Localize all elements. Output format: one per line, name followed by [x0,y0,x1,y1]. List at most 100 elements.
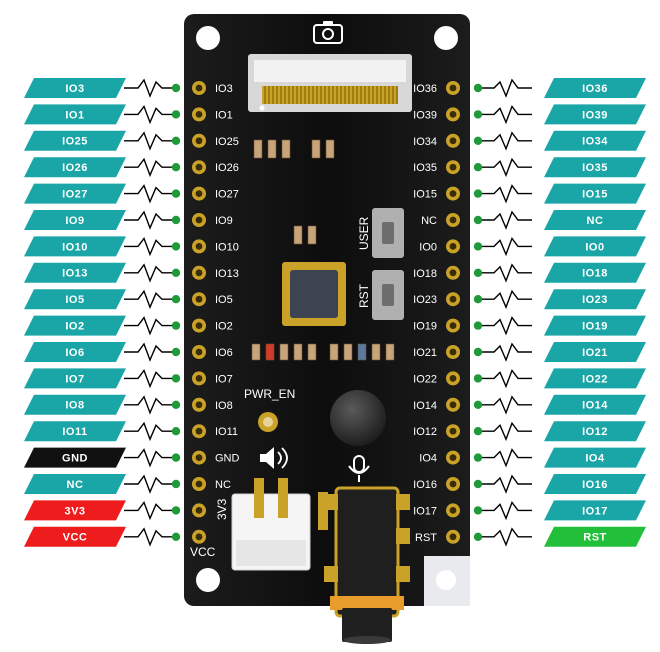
pin-wire [124,236,176,257]
header-hole [449,269,457,277]
pin-dot [171,532,181,541]
pin-wire [478,527,532,547]
pin-tag [544,421,646,442]
pin-tag [24,368,126,389]
pin-wire [124,78,176,98]
pin-wire [124,474,176,494]
pin-dot [473,400,483,409]
pin-tag [544,78,646,98]
pin-wire [478,104,532,125]
board-pin-label: IO22 [413,373,437,385]
pin-dot [171,400,181,409]
right-pin-io16: IO16 IO16 [413,474,646,494]
pin-tag-label: IO13 [62,268,88,280]
pin-tag-label: IO11 [62,426,87,438]
pin-wire [478,263,532,283]
pin-wire [478,184,532,204]
board-pin-label: IO16 [413,479,437,491]
header-hole [195,216,203,224]
pin-tag [24,210,126,230]
pin-dot [473,532,483,541]
pin-tag-label: IO3 [65,83,84,95]
pin-dot [171,479,181,489]
pin-dot [171,506,181,515]
pin-wire [124,395,176,415]
pin-wire [478,289,532,310]
board-pin-label: IO23 [413,294,437,306]
board-pin-label: IO18 [413,268,437,280]
pin-dot [171,83,181,93]
board-pin-label: GND [215,453,240,465]
pin-dot [473,242,483,251]
left-pin-io10: IO10 IO10 [24,236,239,257]
board-pin-label: IO2 [215,321,233,333]
pin-wire [478,157,532,178]
pin-tag [544,104,646,125]
pin-tag [24,104,126,125]
pin-tag [24,421,126,442]
camera-connector [248,54,412,112]
reset-button[interactable] [372,270,404,320]
pin-dot [473,110,483,119]
pin-tag-label: IO22 [582,373,608,385]
header-hole [449,163,457,171]
board-pin-label: IO35 [413,162,437,174]
microphone-capsule [330,390,386,446]
pin-dot [171,136,181,145]
header-hole [449,375,457,382]
pin-wire [124,210,176,230]
user-button[interactable] [372,208,404,258]
pin-tag [544,315,646,336]
header-hole [449,216,457,224]
pin-tag-label: IO34 [582,136,608,148]
board-pin-label: IO4 [419,453,437,465]
board-pin-label: IO15 [413,189,437,201]
pin-wire [478,474,532,494]
header-hole [449,84,457,92]
audio-jack [324,486,410,644]
pin-tag [544,262,646,283]
board-pin-label: RST [415,532,437,544]
pin-dot [171,347,181,357]
pin-dot [473,321,483,330]
pin-dot [171,189,181,198]
pin-tag [24,262,126,283]
board-pin-label: IO10 [215,241,239,253]
pin-tag [24,474,126,494]
user-button-label: USER [357,216,371,250]
pin-tag-label: IO16 [582,479,608,491]
board-pin-label: IO39 [413,109,437,121]
pin-tag-label: IO4 [585,453,605,465]
header-hole [195,243,203,250]
pin-tag [24,342,126,362]
header-hole [449,533,457,541]
pin-dot [473,374,483,383]
pin-tag-label: IO9 [65,215,84,227]
pin-tag-label: IO39 [582,109,608,121]
pin-tag [544,210,646,230]
pin-tag-label: NC [587,215,604,227]
header-hole [195,163,203,171]
pin-tag-label: IO10 [62,241,88,253]
board-pin-label: NC [421,215,437,227]
passive-components-top [253,139,335,245]
camera-icon [313,21,343,44]
pin-wire [124,131,176,151]
speaker-icon [260,447,288,469]
pin-tag-label: VCC [63,532,88,544]
pin-tag-label: IO12 [582,426,608,438]
pin-tag [544,526,646,547]
pin-dot [171,242,181,251]
pin-dot [473,163,483,172]
header-hole [449,507,457,514]
pin-tag [544,289,646,310]
pin-dot [473,83,483,93]
pin-tag-label: IO36 [582,83,608,95]
